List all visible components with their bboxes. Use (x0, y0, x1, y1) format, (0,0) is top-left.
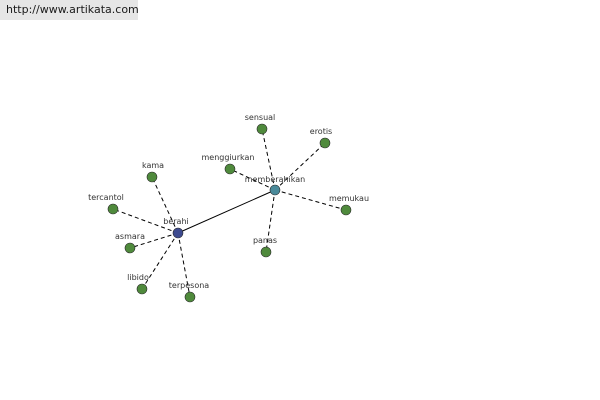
graph-edges (112, 128, 347, 298)
edge-berahi-tercantol (112, 208, 179, 234)
node-menggiurkan[interactable] (224, 163, 236, 175)
source-url-label[interactable]: http://www.artikata.com (0, 0, 139, 20)
node-tercantol[interactable] (107, 203, 119, 215)
node-kama[interactable] (146, 171, 158, 183)
label-tercantol: tercantol (88, 193, 124, 202)
label-kama: kama (142, 161, 164, 170)
edge-berahi-asmara (129, 232, 179, 249)
node-asmara[interactable] (124, 242, 136, 254)
label-memberahikan: memberahikan (245, 175, 305, 184)
node-sensual[interactable] (256, 123, 268, 135)
node-terpesona[interactable] (184, 291, 196, 303)
node-berahi[interactable] (172, 227, 184, 239)
label-memukau: memukau (329, 194, 369, 203)
label-berahi: berahi (163, 217, 188, 226)
node-panas[interactable] (260, 246, 272, 258)
node-memberahikan[interactable] (269, 184, 281, 196)
graph-nodes (107, 123, 352, 303)
label-asmara: asmara (115, 232, 145, 241)
label-panas: panas (253, 236, 277, 245)
edge-memberahikan-panas (265, 189, 276, 253)
edge-memberahikan-sensual (261, 128, 276, 191)
edge-memberahikan-memukau (274, 189, 347, 211)
graph-labels: kama tercantol asmara libido terpesona sensua… (88, 113, 369, 290)
label-sensual: sensual (245, 113, 276, 122)
label-libido: libido (127, 273, 149, 282)
node-memukau[interactable] (340, 204, 352, 216)
node-libido[interactable] (136, 283, 148, 295)
edge-berahi-kama (151, 176, 179, 234)
label-terpesona: terpesona (169, 281, 209, 290)
edge-berahi-terpesona (177, 232, 191, 298)
label-erotis: erotis (310, 127, 332, 136)
node-erotis[interactable] (319, 137, 331, 149)
edge-memberahikan-erotis (274, 142, 326, 191)
edge-memberahikan-menggiurkan (229, 168, 276, 191)
label-menggiurkan: menggiurkan (202, 153, 255, 162)
edge-hub-link (177, 189, 276, 234)
